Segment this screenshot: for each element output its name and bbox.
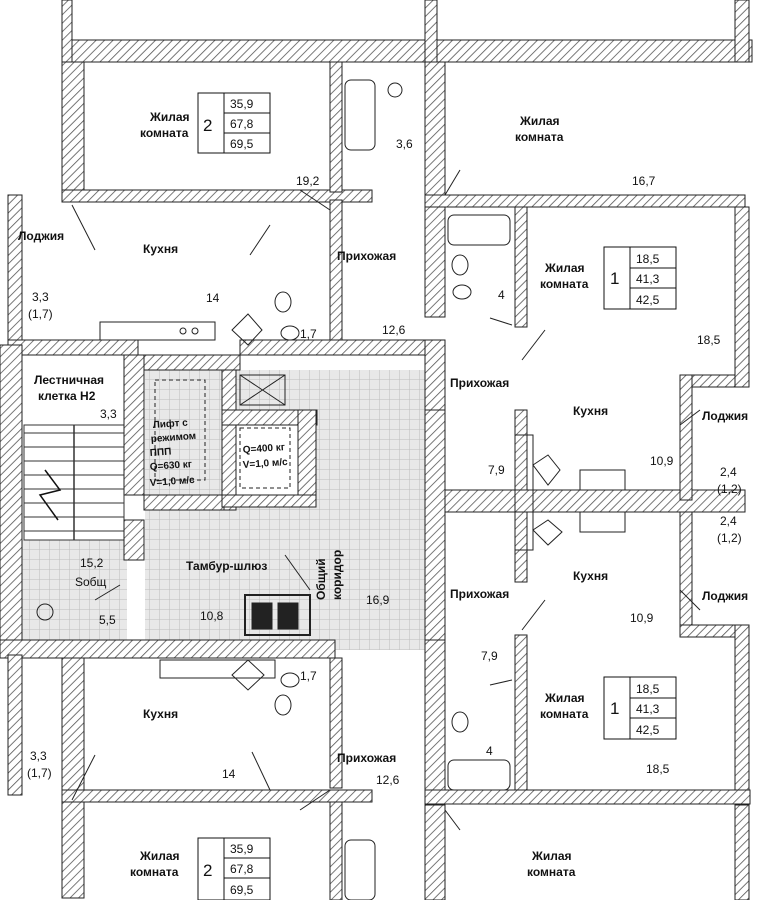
room-label-corridor: коридор [330,550,344,600]
apt-total-area: 67,8 [230,117,254,131]
area-value: 15,2 [80,556,104,570]
area-value: (1,7) [28,307,53,321]
area-value: 1,7 [300,327,317,341]
elevator-passenger-label: Q=400 кг [242,442,285,456]
room-label-living: Жилая [139,849,180,863]
elevator-freight-label: Лифт с [152,417,188,431]
area-value: 16,9 [366,593,390,607]
apt-total-area: 41,3 [636,702,660,716]
elevator-labels: Лифт с режимом ППП Q=630 кг V=1,0 м/с Q=… [149,417,288,489]
room-label-living: Жилая [544,691,585,705]
area-value: 4 [486,744,493,758]
area-value: 7,9 [481,649,498,663]
area-value: 16,7 [632,174,656,188]
room-label-tambour: Тамбур-шлюз [186,559,267,573]
room-label-living: Жилая [149,110,190,124]
room-label-kitchen: Кухня [143,242,178,256]
apt-total-area: 41,3 [636,272,660,286]
apt-total-area-loggia: 69,5 [230,137,254,151]
area-value: 12,6 [382,323,406,337]
apartment-table-bottom-left: 2 35,9 67,8 69,5 [197,837,271,900]
room-label-living: Жилая [531,849,572,863]
apt-rooms-count: 2 [203,861,212,880]
apartment-table-right-upper: 1 18,5 41,3 42,5 [603,246,677,310]
door-swings [71,169,701,831]
area-value: 1,7 [300,669,317,683]
room-label-hall: Прихожая [337,751,396,765]
room-label-living: Жилая [544,261,585,275]
area-value: 10,9 [650,454,674,468]
room-label-hall: Прихожая [450,376,509,390]
room-label-corridor: Общий [314,558,328,600]
room-label-stair: Лестничная [34,373,104,387]
area-value: 5,5 [99,613,116,627]
area-value: 3,3 [32,290,49,304]
elevator-passenger-label: V=1,0 м/с [242,457,288,471]
apt-rooms-count: 2 [203,116,212,135]
apartment-table-top-left: 2 35,9 67,8 69,5 [197,92,271,154]
area-value: 10,9 [630,611,654,625]
apt-living-area: 35,9 [230,97,254,111]
elevator-freight-label: режимом [150,431,196,445]
staircase [23,424,125,541]
room-label-kitchen: Кухня [573,569,608,583]
area-value: 12,6 [376,773,400,787]
area-values: 19,2 3,6 16,7 14 1,7 12,6 3,3 (1,7) 4 18… [27,137,742,787]
room-label-living: комната [540,277,589,291]
area-value: 18,5 [646,762,670,776]
elevator-freight-label: ППП [149,447,171,459]
elevator-freight-label: V=1,0 м/с [149,475,195,489]
area-value: 3,3 [30,749,47,763]
area-value: 2,4 [720,514,737,528]
room-label-living: комната [540,707,589,721]
elevator-freight-label: Q=630 кг [149,459,192,473]
apt-living-area: 35,9 [230,842,254,856]
apt-rooms-count: 1 [610,699,619,718]
room-label-living: комната [140,126,189,140]
area-value: 19,2 [296,174,320,188]
room-label-kitchen: Кухня [143,707,178,721]
area-value: 4 [498,288,505,302]
apt-total-area-loggia: 42,5 [636,723,660,737]
room-label-stair: клетка Н2 [38,389,96,403]
apartment-table-right-lower: 1 18,5 41,3 42,5 [603,676,677,740]
area-value: 7,9 [488,463,505,477]
area-value: 3,6 [396,137,413,151]
apt-total-area-loggia: 69,5 [230,883,254,897]
area-value: 2,4 [720,465,737,479]
area-value: 3,3 [100,407,117,421]
room-label-kitchen: Кухня [573,404,608,418]
area-value: 18,5 [697,333,721,347]
room-label-loggia: Лоджия [18,229,64,243]
room-label-living: комната [130,865,179,879]
room-label-hall: Прихожая [337,249,396,263]
tiled-common-area [22,370,425,650]
apt-total-area: 67,8 [230,862,254,876]
room-label-living: комната [527,865,576,879]
room-label-living: Жилая [519,114,560,128]
area-value: 14 [222,767,236,781]
area-value: (1,2) [717,482,742,496]
apt-rooms-count: 1 [610,269,619,288]
area-value: (1,2) [717,531,742,545]
area-value: (1,7) [27,766,52,780]
room-labels: Жилая комната Жилая комната Жилая комнат… [18,110,748,879]
area-value: 10,8 [200,609,224,623]
fixtures [36,79,626,900]
room-label-loggia: Лоджия [702,409,748,423]
room-label-hall: Прихожая [450,587,509,601]
apt-total-area-loggia: 42,5 [636,293,660,307]
area-value: 14 [206,291,220,305]
room-label-living: комната [515,130,564,144]
apt-living-area: 18,5 [636,252,660,266]
area-value: Sобщ [75,575,107,589]
apt-living-area: 18,5 [636,682,660,696]
room-label-loggia: Лоджия [702,589,748,603]
